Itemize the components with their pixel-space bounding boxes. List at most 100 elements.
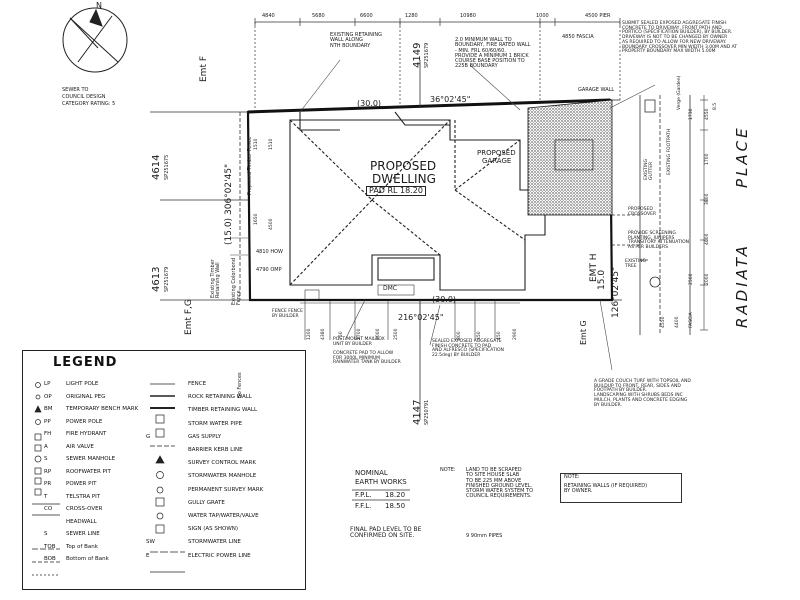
legend-symbol-code: PP (44, 418, 51, 425)
legend-symbol-code: TOB (44, 543, 56, 550)
right-dim-2: 4550 (705, 108, 710, 120)
north-boundary-distance: (30.0) (357, 99, 382, 108)
side-dim-1: 1510 (254, 138, 259, 150)
legend-symbol-code: RP (44, 468, 52, 475)
garage-title-1: PROPOSED (477, 149, 516, 157)
note-land-pipes: 9 90mm PIPES (466, 533, 503, 539)
sewer-note-line-1: SEWER TO (62, 87, 89, 93)
driveway-note: SUBMIT SEALED EXPOSED AGGREGATE FINISH C… (622, 21, 738, 55)
legend-symbol-code: A (44, 443, 48, 450)
dwelling-title-2: DWELLING (372, 172, 436, 186)
legend-title: LEGEND (53, 355, 118, 370)
legend-item-label: GULLY GRATE (188, 499, 225, 506)
earthworks-title-2: EARTH WORKS (355, 478, 407, 486)
legend-item-label: GAS SUPPLY (188, 433, 222, 440)
top-dim-1: 4840 (262, 13, 275, 19)
east-boundary-bearing: 126°02'45" (611, 266, 621, 318)
legend-item-label: TIMBER RETAINING WALL (188, 407, 258, 414)
sealed-concrete-note: SEALED EXPOSED AGGREGATE FINISH CONCRETE… (432, 339, 504, 359)
legend-item-label: WATER TAP/WATER/VALVE (188, 513, 259, 519)
legend-item-label: BARRIER KERB LINE (188, 447, 243, 453)
east-boundary-distance: 15.0 (597, 269, 607, 290)
right-dim-3: 8.5 (713, 102, 718, 110)
legend-item-label: STORMWATER MANHOLE (188, 473, 257, 480)
legend-box: LEGEND (22, 350, 306, 590)
legend-item-label: STORM WATER PIPE (188, 420, 243, 427)
legend-item-label: POWER PIT (66, 481, 97, 487)
legend-item-label: STORMWATER LINE (188, 539, 241, 546)
lot-4147-plan: SP250791 (424, 399, 430, 425)
right-dim-4: 1700 (705, 153, 710, 165)
note-walls-label: NOTE: (564, 474, 580, 480)
dwelling-footprint (289, 111, 546, 291)
note-land-label: NOTE: (440, 467, 456, 473)
legend-symbol-code: CO (44, 506, 53, 512)
gutter-note: EXISTING GUTTER (644, 158, 654, 180)
top-dim-6: 1000 (536, 13, 549, 19)
legend-item-label: SEWER MANHOLE (66, 456, 116, 462)
retaining-wall-left-note: Existing Timber Retaining Wall (210, 259, 222, 298)
hot-water-label: 4810 HOW (256, 249, 283, 255)
legend-item-label: FENCE (188, 381, 207, 387)
easement-fg-label: Emt F,G (184, 299, 194, 335)
legend-symbol-code: S (44, 531, 48, 537)
top-dim-3: 6600 (360, 13, 373, 19)
legend-symbol-code: PR (44, 481, 52, 487)
fence-north-note: Proposed Timber Fence (247, 136, 253, 195)
side-dim-2: 1510 (269, 138, 274, 150)
omp-label: 4790 OMP (256, 267, 282, 273)
lot-4149-plan: SP251679 (424, 42, 430, 68)
verge-note: Verge (Garden) (677, 75, 682, 110)
earthworks-title-1: NOMINAL (355, 469, 388, 477)
note-walls-text: RETAINING WALLS (IF REQUIRED) BY OWNER. (564, 483, 648, 495)
top-dim-4: 1280 (405, 13, 418, 19)
street-name-place: PLACE (733, 125, 751, 188)
legend-item-label: PERMANENT SURVEY MARK (188, 486, 264, 493)
earthworks-lines (352, 489, 410, 501)
legend-item-label: LIGHT POLE (66, 381, 99, 387)
legend-item-label: ELECTRIC POWER LINE (188, 552, 251, 559)
legend-item-label: Bottom of Bank (66, 556, 109, 562)
lot-4149-number: 4149 (412, 42, 423, 68)
footpath-note: EXISTING FOOTPATH (667, 128, 672, 175)
earthworks-ffl-label: F.F.L. (355, 502, 372, 510)
side-dim-10: 2500 (394, 328, 399, 340)
earthworks-fpl-value: 18.20 (385, 491, 406, 499)
legend-symbol-code: E (146, 552, 150, 559)
turf-landscaping-note: A GRADE COUCH TURF WITH TOPSOIL AND BUIL… (594, 379, 691, 408)
legend-item-label: POWER POLE (66, 418, 103, 425)
fascia-note: 4850 FASCIA (562, 34, 594, 40)
right-dim-5: 3800 (705, 193, 710, 205)
easement-f-label-top: Emt F (199, 55, 209, 82)
south-boundary-bearing: 216°02'45" (398, 313, 444, 322)
legend-item-label: TEMPORARY BENCH MARK (66, 406, 139, 412)
sewer-note-line-3: CATEGORY RATING: 5 (62, 101, 116, 107)
legend-symbol-code: SW (146, 539, 155, 546)
lot-4614-plan: SP251675 (164, 154, 170, 180)
fence-left-note: Existing Colorbond Fence (231, 257, 243, 305)
legend-item-label: AIR VALVE (66, 443, 94, 450)
earthworks-ffl-value: 18.50 (385, 502, 406, 510)
legend-item-label: Top of Bank (66, 543, 98, 550)
legend-item-label: CROSS-OVER (66, 506, 103, 512)
top-dim-5: 10980 (460, 13, 476, 19)
side-dim-4: 4500 (269, 218, 274, 230)
right-dimension-ticks (700, 95, 708, 331)
legend-item-label: ROOFWATER PIT (66, 468, 111, 475)
easement-g-label: Emt G (579, 320, 588, 345)
retaining-wall-note: EXISTING RETAINING WALL ALONG NTH BOUNDA… (330, 32, 382, 49)
legend-item-label: HEADWALL (66, 518, 97, 525)
right-dim-8: 2500 (689, 273, 694, 285)
crossover-note: PROPOSED CROSSOVER (628, 207, 657, 217)
legend-item-label: SURVEY CONTROL MARK (188, 460, 256, 467)
legend-symbol-code: LP (44, 381, 51, 387)
west-boundary-bearing: 306°02'45" (224, 163, 234, 215)
dwelling-title-1: PROPOSED (370, 159, 437, 173)
street-name-radiata: RADIATA (733, 243, 751, 328)
fence-note: FENCE FENCE BY BUILDER (272, 309, 303, 319)
garage-wall-label: GARAGE WALL (578, 87, 615, 93)
legend-symbol-code: S (44, 456, 48, 462)
side-dim-3: 1650 (254, 213, 259, 225)
north-arrow (62, 7, 128, 73)
